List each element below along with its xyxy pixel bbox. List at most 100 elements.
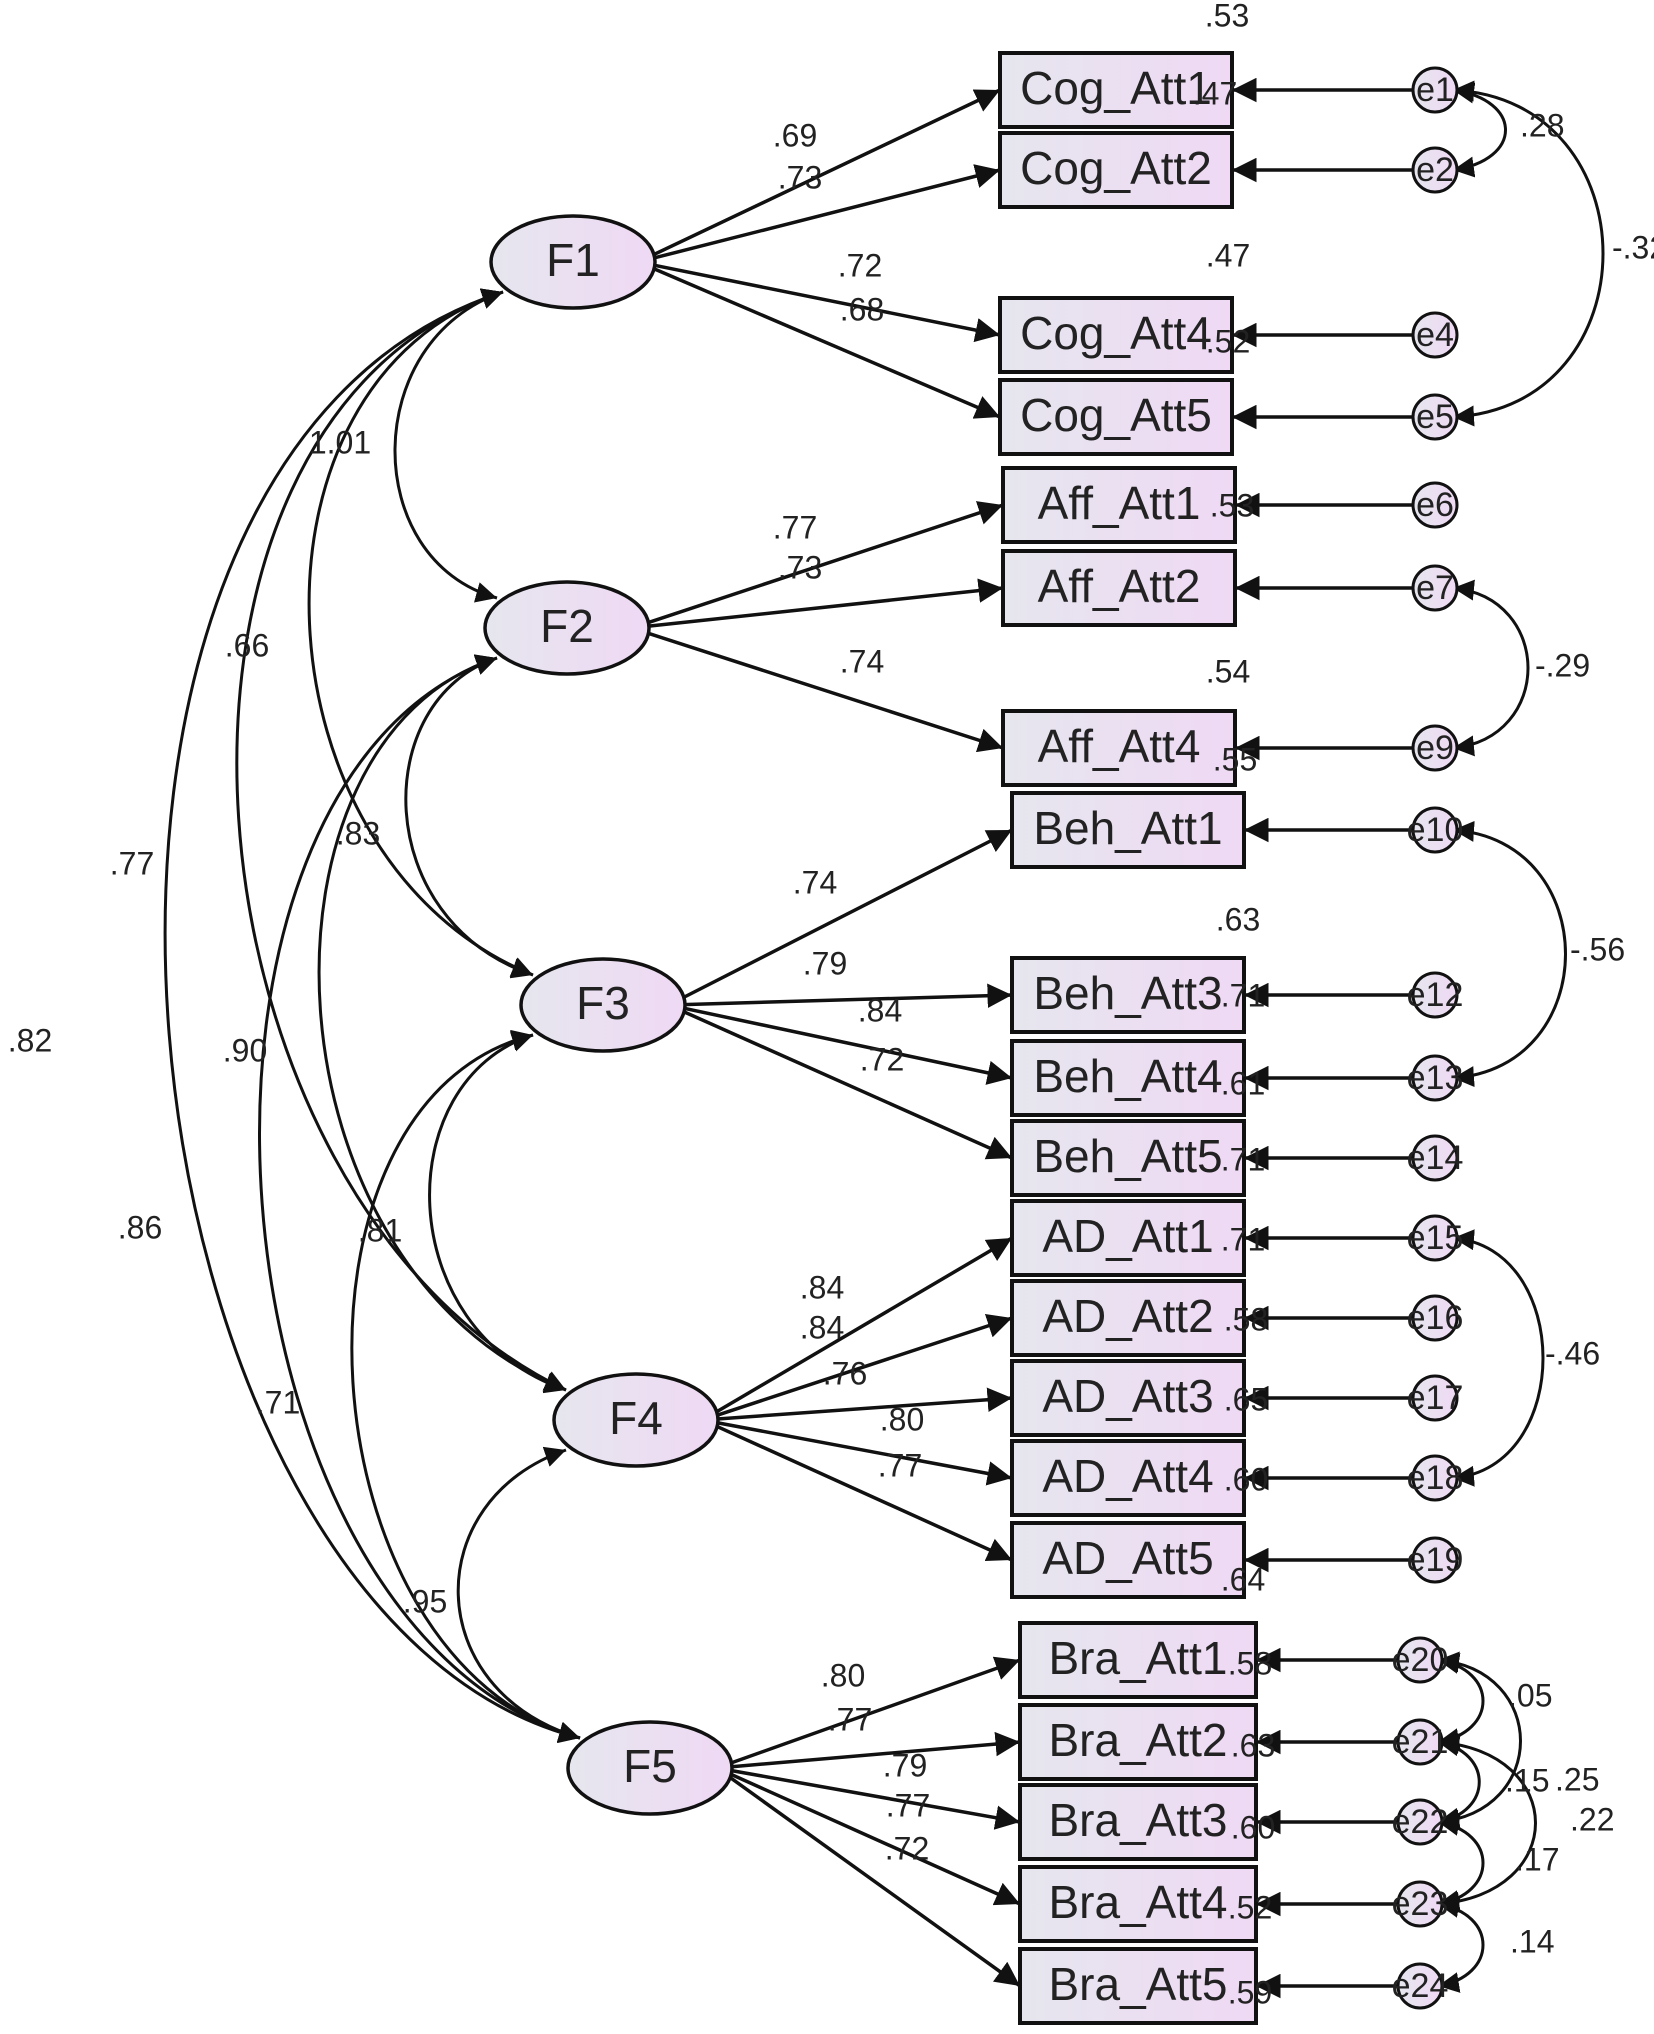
- error-circle: [1411, 1374, 1459, 1422]
- indicator-box: [1010, 791, 1246, 869]
- error-covariance-label: .14: [1510, 1923, 1554, 1959]
- r-squared-label: .64: [1221, 1561, 1265, 1597]
- error-covariance-label: .25: [1555, 1761, 1599, 1797]
- error-term-e1: e1: [1411, 66, 1459, 114]
- r-squared-label: .47: [1193, 75, 1237, 111]
- error-circle: [1411, 311, 1459, 359]
- correlation-arrow-f3-f5: [350, 1029, 581, 1743]
- loading-arrow-bra-att4: [725, 1770, 1021, 1906]
- indicator-box: [1010, 1039, 1246, 1117]
- factor-ellipse: [489, 214, 657, 310]
- indicator-box: [1001, 549, 1237, 627]
- loading-label: .69: [773, 117, 817, 153]
- r-squared-label: .53: [1205, 0, 1249, 33]
- loading-arrow-cog-att1: [648, 88, 1001, 259]
- r-squared-label: .59: [1228, 1974, 1272, 2010]
- correlation-label: .83: [336, 815, 380, 851]
- loading-arrow-beh-att5: [678, 1007, 1013, 1160]
- correlation-label: .90: [223, 1032, 267, 1068]
- error-term-e7: e7: [1411, 564, 1459, 612]
- indicator-label: Bra_Att1: [1049, 1632, 1228, 1684]
- loading-label: .72: [838, 247, 882, 283]
- indicator-box: [1018, 1621, 1258, 1699]
- error-circle: [1411, 1134, 1459, 1182]
- loading-label: .76: [823, 1355, 867, 1391]
- error-circle: [1396, 1962, 1444, 2010]
- error-covariance-e10-e13: [1452, 820, 1567, 1088]
- indicator-label: Beh_Att5: [1033, 1130, 1222, 1182]
- loading-label: .74: [840, 643, 884, 679]
- error-label: e17: [1407, 1379, 1464, 1417]
- indicator-label: AD_Att4: [1042, 1450, 1213, 1502]
- error-label: e23: [1392, 1885, 1449, 1923]
- factor-correlation-layer: [163, 288, 581, 1744]
- correlation-label: .71: [256, 1384, 300, 1420]
- correlation-arrow-f4-f5: [456, 1446, 581, 1742]
- indicator-bra-att5: Bra_Att5: [1018, 1947, 1258, 2025]
- error-circle: [1411, 146, 1459, 194]
- loading-label: .74: [793, 864, 837, 900]
- error-circle: [1411, 724, 1459, 772]
- error-label: e19: [1407, 1541, 1464, 1579]
- loading-label: .80: [880, 1401, 924, 1437]
- error-circle: [1411, 1536, 1459, 1584]
- indicator-label: AD_Att2: [1042, 1290, 1213, 1342]
- error-term-e4: e4: [1411, 311, 1459, 359]
- indicator-ad-att5: AD_Att5: [1010, 1521, 1246, 1599]
- indicator-beh-att1: Beh_Att1: [1010, 791, 1246, 869]
- loading-arrow-beh-att3: [678, 983, 1013, 1008]
- indicator-ad-att2: AD_Att2: [1010, 1279, 1246, 1357]
- error-label: e18: [1407, 1459, 1464, 1497]
- indicator-box: [1010, 956, 1246, 1034]
- error-label: e1: [1416, 71, 1454, 109]
- indicator-label: Cog_Att1: [1020, 62, 1212, 114]
- error-circle: [1396, 1636, 1444, 1684]
- indicator-box: [1010, 1359, 1246, 1437]
- r-squared-label: .71: [1221, 1141, 1265, 1177]
- loading-arrow-ad-att3: [711, 1387, 1013, 1422]
- r-squared-label: .60: [1231, 1809, 1275, 1845]
- loading-arrow-bra-att3: [725, 1767, 1021, 1830]
- loading-path-layer: [642, 77, 1413, 1999]
- indicator-beh-att3: Beh_Att3: [1010, 956, 1246, 1034]
- loading-label: .84: [800, 1269, 844, 1305]
- loading-arrow-ad-att5: [711, 1422, 1013, 1562]
- correlation-label: .81: [358, 1212, 402, 1248]
- error-circle: [1411, 564, 1459, 612]
- error-label: e15: [1407, 1219, 1464, 1257]
- error-term-e10: e10: [1407, 806, 1463, 854]
- loading-arrow-beh-att1: [678, 828, 1013, 1002]
- error-term-e13: e13: [1407, 1054, 1463, 1102]
- error-term-e21: e21: [1392, 1718, 1448, 1766]
- indicator-cog-att4: Cog_Att4: [998, 296, 1234, 374]
- error-label: e2: [1416, 151, 1454, 189]
- loading-label: .68: [840, 291, 884, 327]
- loading-arrow-ad-att1: [711, 1236, 1013, 1417]
- error-term-e12: e12: [1407, 971, 1463, 1019]
- indicator-label: Aff_Att2: [1038, 560, 1201, 612]
- loading-label: .77: [886, 1787, 930, 1823]
- indicator-label: Cog_Att2: [1020, 142, 1212, 194]
- error-covariance-label: .17: [1515, 1841, 1559, 1877]
- indicator-label: Beh_Att4: [1033, 1050, 1222, 1102]
- correlation-label: 1.01: [309, 424, 371, 460]
- loading-arrow-beh-att4: [678, 1005, 1013, 1085]
- indicator-label: Bra_Att5: [1049, 1958, 1228, 2010]
- error-term-e15: e15: [1407, 1214, 1464, 1262]
- loading-arrow-cog-att5: [648, 265, 1001, 419]
- error-covariance-label: -.29: [1535, 647, 1590, 683]
- indicator-box: [1010, 1199, 1246, 1277]
- loading-label: .77: [773, 509, 817, 545]
- correlation-label: .86: [118, 1209, 162, 1245]
- indicator-ad-att4: AD_Att4: [1010, 1439, 1246, 1517]
- correlation-arrow-f3-f4: [428, 1031, 567, 1394]
- factor-label: F2: [540, 600, 594, 652]
- label-layer: 1.01.66.77.82.83.90.86.81.71.95.28-.32-.…: [8, 0, 1654, 2010]
- indicator-box: [998, 51, 1234, 129]
- error-covariance-layer: [1437, 80, 1605, 1993]
- indicator-label: Beh_Att3: [1033, 967, 1222, 1019]
- r-squared-label: .47: [1206, 237, 1250, 273]
- error-circle: [1396, 1798, 1444, 1846]
- r-squared-label: .58: [1224, 1301, 1268, 1337]
- loading-label: .79: [803, 945, 847, 981]
